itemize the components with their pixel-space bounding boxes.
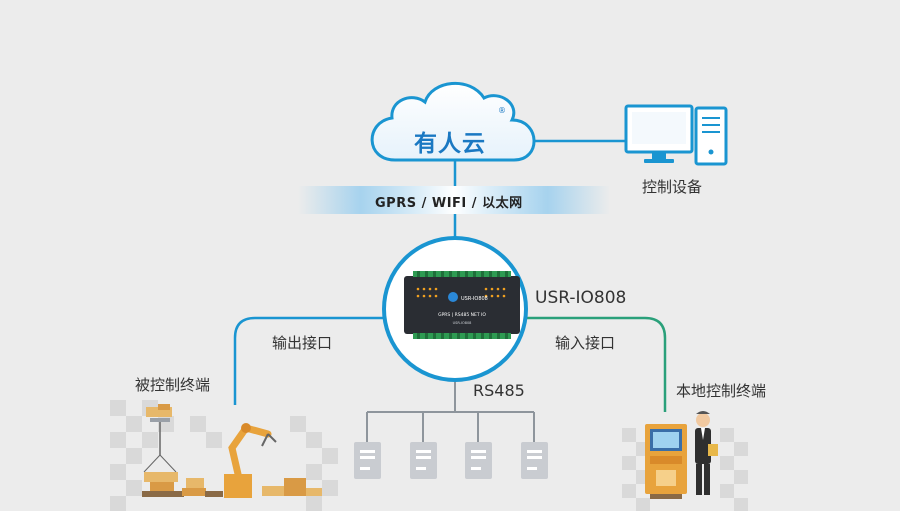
cloud-icon: [370, 82, 536, 162]
controlled-terminal-label: 被控制终端: [135, 376, 211, 394]
module-title-text: GPRS | RS485 NET IO: [438, 312, 486, 318]
kiosk-operator-icon: [645, 411, 718, 499]
module-brand-text: USR-IO808: [461, 296, 488, 302]
input-line: [524, 316, 667, 412]
network-label: GPRS / WIFI / 以太网: [375, 196, 523, 211]
module-model-text: USR-IO808: [453, 321, 472, 325]
right-checker-pattern: [622, 428, 748, 511]
warehouse-scene-icon: [142, 404, 322, 498]
left-checker-pattern: [110, 400, 338, 511]
cloud-label: 有人云: [414, 131, 486, 157]
server-icon: [354, 442, 381, 479]
device-name-label: USR-IO808: [535, 288, 627, 308]
input-port-label: 输入接口: [555, 334, 616, 352]
server-icon: [410, 442, 437, 479]
local-terminal-label: 本地控制终端: [676, 382, 767, 400]
server-icon: [465, 442, 492, 479]
server-icons: [354, 442, 548, 479]
registered-mark: ®: [498, 106, 506, 115]
connector-lines: [233, 139, 667, 442]
control-device-label: 控制设备: [642, 178, 703, 196]
desktop-computer-icon: [624, 104, 728, 166]
io-module-icon: USR-IO808 GPRS | RS485 NET IO USR-IO808: [404, 271, 520, 339]
server-icon: [521, 442, 548, 479]
network-band: [298, 186, 610, 214]
output-port-label: 输出接口: [272, 334, 333, 352]
output-line: [233, 316, 384, 405]
rs485-label: RS485: [473, 381, 525, 400]
